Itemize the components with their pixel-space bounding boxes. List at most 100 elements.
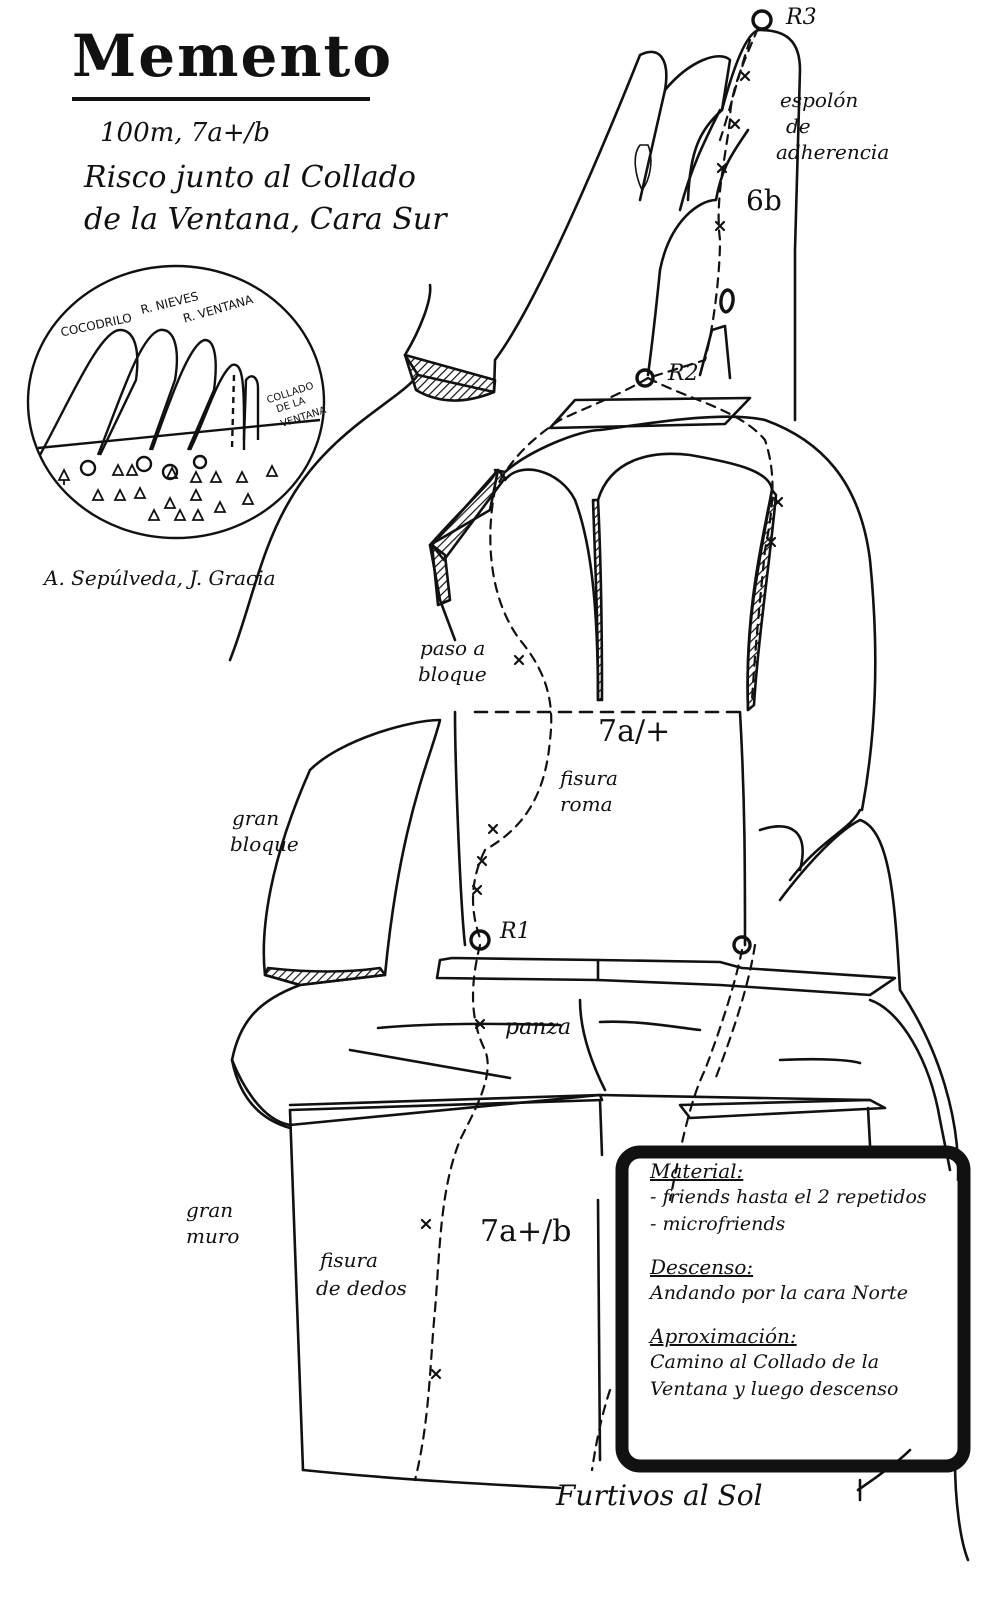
annotation-gran-muro-2: muro	[186, 1224, 240, 1248]
annotation-gran-muro-1: gran	[186, 1198, 234, 1222]
lower-wall-top	[288, 1093, 604, 1112]
inset-map	[26, 264, 326, 540]
ledge-r1-right	[596, 958, 897, 997]
annotation-paso-2: bloque	[418, 662, 487, 686]
title-underline	[72, 97, 370, 101]
annotation-espolon-1: espolón	[780, 88, 859, 112]
inset-map-frame	[26, 264, 326, 540]
right-lower-outline	[868, 998, 952, 1172]
gran-bloque	[262, 718, 442, 987]
inset-route-dashes	[230, 374, 236, 449]
right-block	[678, 1098, 887, 1147]
bolt	[739, 70, 751, 82]
route-memento-mid-2	[646, 376, 774, 702]
bolt	[714, 220, 726, 232]
inset-skyline	[37, 418, 321, 450]
inner-flake	[646, 108, 722, 377]
dihedral-left	[503, 468, 600, 702]
belay-r2-ring	[635, 368, 655, 388]
inset-boulder	[161, 463, 179, 481]
inset-trees	[57, 462, 279, 521]
belay-r1-label: R1	[500, 919, 531, 944]
panza-lines	[348, 998, 862, 1092]
subtitle-location-1: Risco junto al Collado	[84, 160, 416, 195]
material-item-1: - friends hasta el 2 repetidos	[650, 1186, 927, 1208]
aproximacion-heading: Aproximación:	[650, 1324, 797, 1348]
dihedral-shade-left	[591, 498, 604, 702]
material-heading: Material:	[650, 1159, 744, 1183]
bolt	[420, 1218, 432, 1230]
inset-peak-collado	[188, 363, 246, 451]
authors: A. Sepúlveda, J. Gracia	[44, 566, 276, 590]
lower-wall-left	[288, 1108, 305, 1472]
ledge-r1-left	[435, 956, 600, 982]
annotation-panza: panza	[505, 1015, 572, 1040]
bolt	[772, 496, 784, 508]
inset-boulder	[192, 454, 208, 470]
upper-left-pillar	[403, 50, 668, 394]
dihedral-shade	[746, 488, 778, 712]
route-memento-upper-2	[718, 38, 752, 142]
descenso-heading: Descenso:	[650, 1255, 754, 1279]
annotation-fisura-roma-1: fisura	[560, 766, 618, 790]
grade-bottom: 7a+/b	[480, 1214, 572, 1249]
grade-middle: 7a/+	[598, 714, 671, 749]
mid-left-shade	[430, 468, 507, 562]
bolt	[765, 536, 777, 548]
route-memento-lower	[413, 943, 489, 1482]
bolt	[487, 823, 499, 835]
ledge-r2	[548, 396, 752, 430]
bolt	[474, 1018, 486, 1030]
belay-r2-label: R2	[668, 361, 699, 386]
descenso-text: Andando por la cara Norte	[650, 1282, 908, 1304]
inset-boulder	[135, 455, 153, 473]
dihedral-right	[596, 452, 774, 712]
thread-ring	[719, 288, 735, 314]
mid-central-wall-left	[453, 710, 467, 947]
right-small-flake	[758, 825, 804, 872]
belay-r1-ring	[469, 929, 491, 951]
mid-left-shade-2	[430, 543, 452, 607]
right-bottom-curve	[953, 1458, 970, 1562]
upper-left-pillar-shade	[403, 353, 497, 402]
subtitle-location-2: de la Ventana, Cara Sur	[84, 202, 447, 237]
inset-boulder	[79, 459, 97, 477]
inset-spire	[242, 375, 260, 441]
annotation-fisura-dedos-1: fisura	[320, 1248, 378, 1272]
annotation-fisura-dedos-2: de dedos	[316, 1276, 407, 1300]
annotation-furtivos: Furtivos al Sol	[556, 1479, 763, 1512]
bolt	[471, 884, 483, 896]
material-item-2: - microfriends	[650, 1213, 786, 1235]
bolt	[476, 855, 488, 867]
bolt	[729, 118, 741, 130]
mid-central-wall-right	[738, 710, 747, 947]
inset-peak-nieves	[96, 328, 179, 456]
mid-arete	[428, 415, 877, 812]
pillar-r2-block	[698, 324, 732, 380]
annotation-espolon-3: adherencia	[776, 140, 890, 164]
mid-left-outline	[228, 373, 420, 662]
route-memento-mid	[472, 376, 650, 940]
annotation-gran-bloque-1: gran	[232, 806, 280, 830]
finger-gap	[658, 128, 750, 272]
panza-left-curve	[230, 1058, 292, 1130]
aproximacion-text-2: Ventana y luego descenso	[650, 1378, 899, 1400]
info-box: Material: - friends hasta el 2 repetidos…	[622, 1158, 952, 1458]
annotation-fisura-roma-2: roma	[560, 792, 613, 816]
inset-peak-ventana	[150, 338, 217, 451]
bolt	[513, 654, 525, 666]
bolt	[716, 162, 728, 174]
lower-wall-corner	[596, 1098, 604, 1462]
annotation-paso-1: paso a	[420, 636, 486, 660]
gran-bloque-shade	[263, 966, 387, 987]
annotation-gran-bloque-2: bloque	[230, 832, 299, 856]
bush	[634, 144, 652, 191]
page-title: Memento	[72, 22, 394, 90]
subtitle-grade: 100m, 7a+/b	[100, 118, 271, 148]
info-box-frame	[615, 1145, 971, 1473]
annotation-espolon-2: de	[786, 114, 811, 138]
belay-r3-ring	[751, 9, 773, 31]
grade-top: 6b	[746, 184, 782, 217]
route-furtivos-2	[713, 943, 757, 1082]
